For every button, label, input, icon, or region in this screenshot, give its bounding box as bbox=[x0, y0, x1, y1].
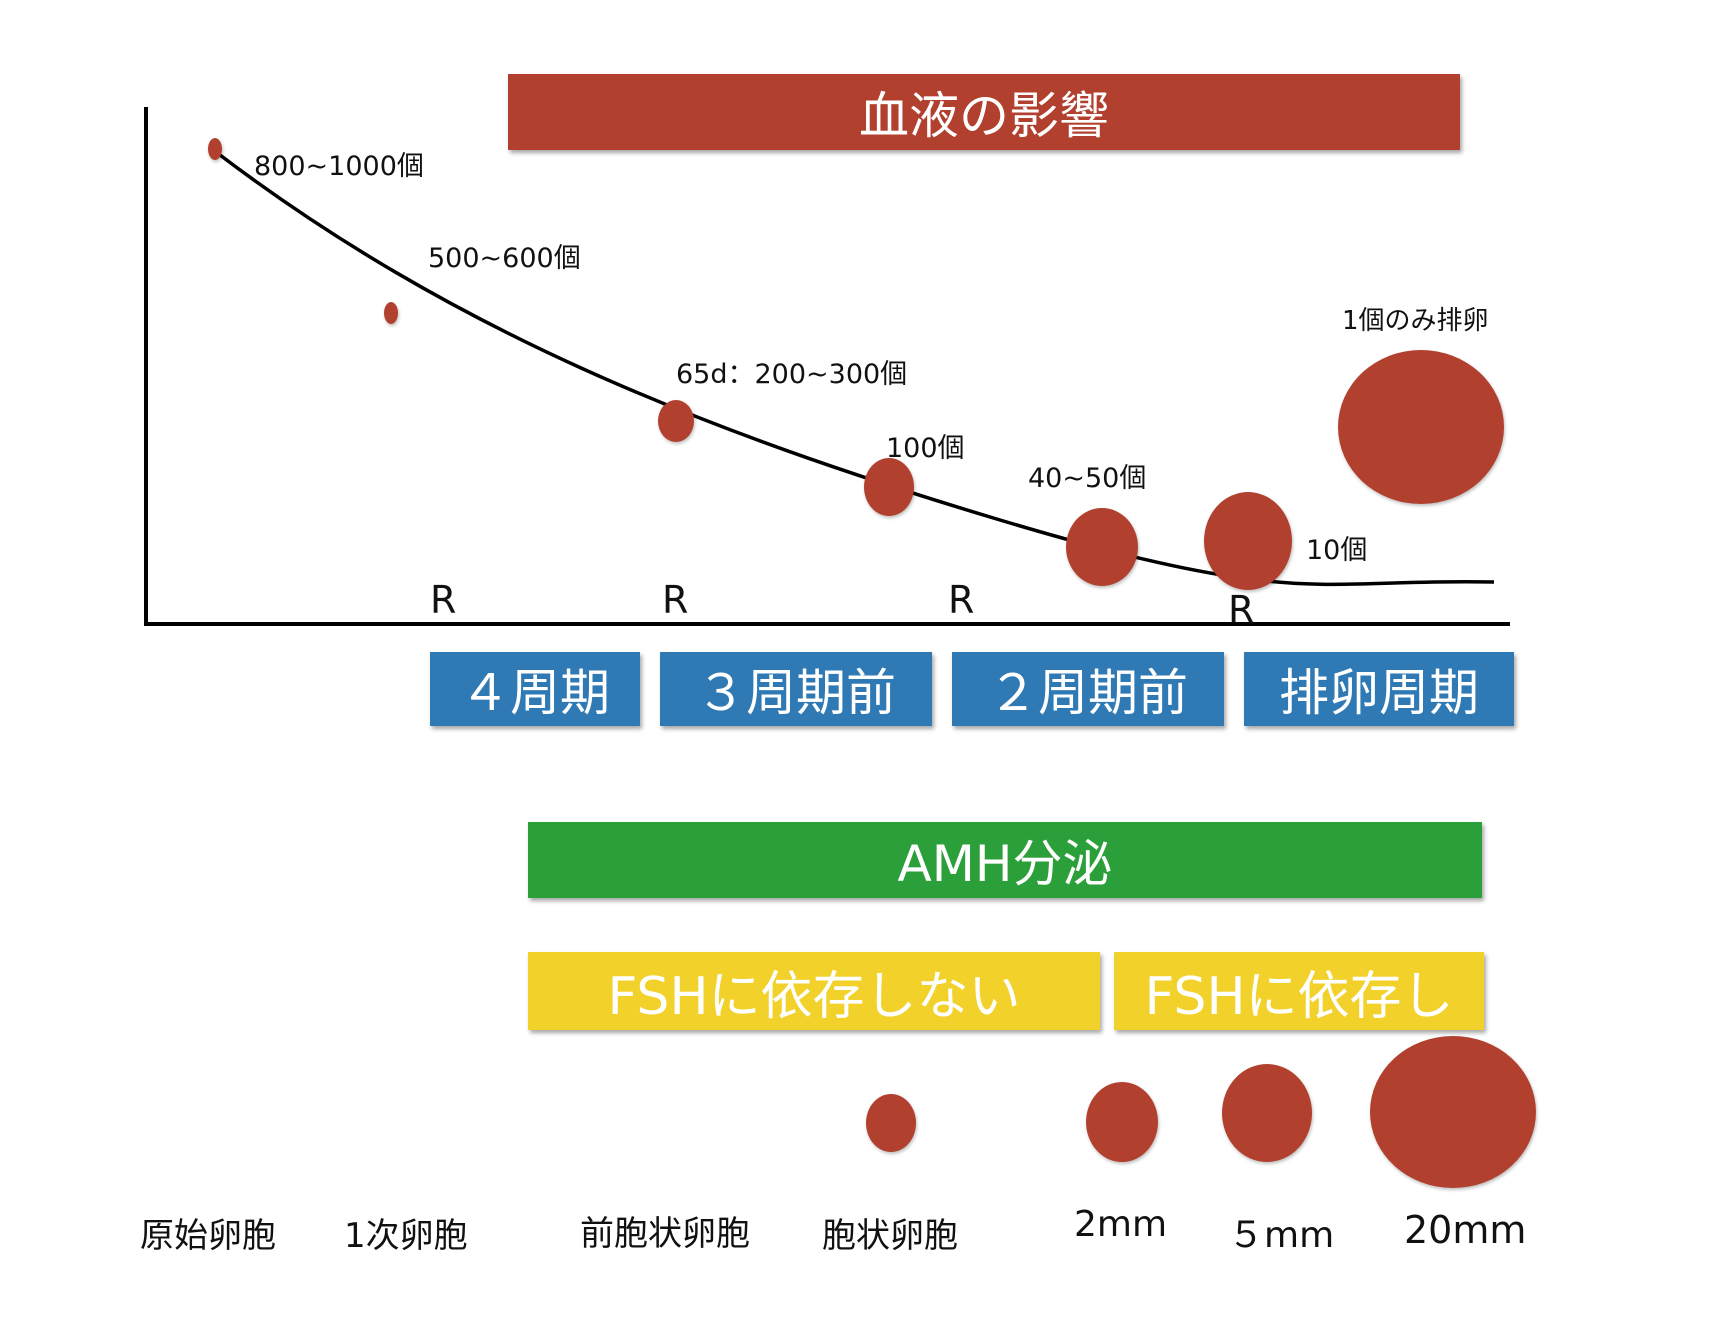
twenty-mm-size-dot bbox=[1370, 1036, 1536, 1188]
ovulation-label: 1個のみ排卵 bbox=[1342, 306, 1489, 336]
stage-primordial-label: 原始卵胞 bbox=[140, 1216, 276, 1256]
cycle-label-ovulation: 排卵周期 bbox=[1279, 664, 1479, 722]
five-mm-size-dot bbox=[1222, 1064, 1312, 1162]
stage-primary-label: 1次卵胞 bbox=[344, 1216, 468, 1256]
blood-influence-banner: 血液の影響 bbox=[508, 74, 1460, 150]
stage-two-mm-label: 2mm bbox=[1074, 1204, 1168, 1245]
primary-follicle-dot bbox=[384, 302, 398, 324]
five-mm-follicle-dot bbox=[1204, 492, 1292, 590]
stage-antral-label: 胞状卵胞 bbox=[822, 1216, 958, 1256]
cycle-label-2: ２周期前 bbox=[988, 664, 1188, 722]
two-mm-size-dot bbox=[1086, 1082, 1158, 1162]
cycle-label-4: ４周期 bbox=[460, 664, 610, 722]
primordial-count-label: 800~1000個 bbox=[254, 151, 424, 182]
r-marker: R bbox=[430, 578, 457, 622]
two-mm-count-label: 40~50個 bbox=[1028, 463, 1147, 494]
stage-twenty-mm-label: 20mm bbox=[1404, 1208, 1527, 1252]
fsh-dependent-label: FSHに依存し bbox=[1144, 966, 1454, 1027]
stage-preantral-label: 前胞状卵胞 bbox=[580, 1214, 750, 1254]
cycle-bar-ovulation: 排卵周期 bbox=[1244, 652, 1514, 726]
blood-influence-label: 血液の影響 bbox=[859, 87, 1109, 145]
two-mm-follicle-dot bbox=[1066, 508, 1138, 586]
primary-count-label: 500~600個 bbox=[428, 243, 581, 274]
fsh-independent-banner: FSHに依存しない bbox=[528, 952, 1100, 1030]
cycle-bar-4: ４周期 bbox=[430, 652, 640, 726]
five-mm-count-label: 10個 bbox=[1306, 535, 1368, 566]
antral-follicle-dot bbox=[864, 458, 914, 516]
amh-secretion-banner: AMH分泌 bbox=[528, 822, 1482, 898]
ovulating-follicle-dot bbox=[1338, 350, 1504, 504]
decline-curve bbox=[214, 150, 1495, 587]
fsh-dependent-banner: FSHに依存し bbox=[1114, 952, 1484, 1030]
cycle-bar-3: ３周期前 bbox=[660, 652, 932, 726]
stage-five-mm-label: ５mm bbox=[1228, 1215, 1335, 1256]
r-marker: R bbox=[662, 578, 689, 622]
r-marker: R bbox=[948, 578, 975, 622]
follicle-decline-chart bbox=[144, 107, 1510, 626]
antral-count-label: 100個 bbox=[886, 433, 965, 464]
primordial-follicle-dot bbox=[208, 138, 222, 160]
amh-secretion-label: AMH分泌 bbox=[897, 835, 1113, 893]
fsh-independent-label: FSHに依存しない bbox=[607, 966, 1021, 1027]
preantral-count-label: 65d：200~300個 bbox=[676, 359, 908, 390]
r-marker: R bbox=[1228, 588, 1255, 632]
antral-size-dot bbox=[866, 1094, 916, 1152]
cycle-bar-2: ２周期前 bbox=[952, 652, 1224, 726]
cycle-label-3: ３周期前 bbox=[696, 664, 896, 722]
preantral-follicle-dot bbox=[658, 400, 694, 442]
